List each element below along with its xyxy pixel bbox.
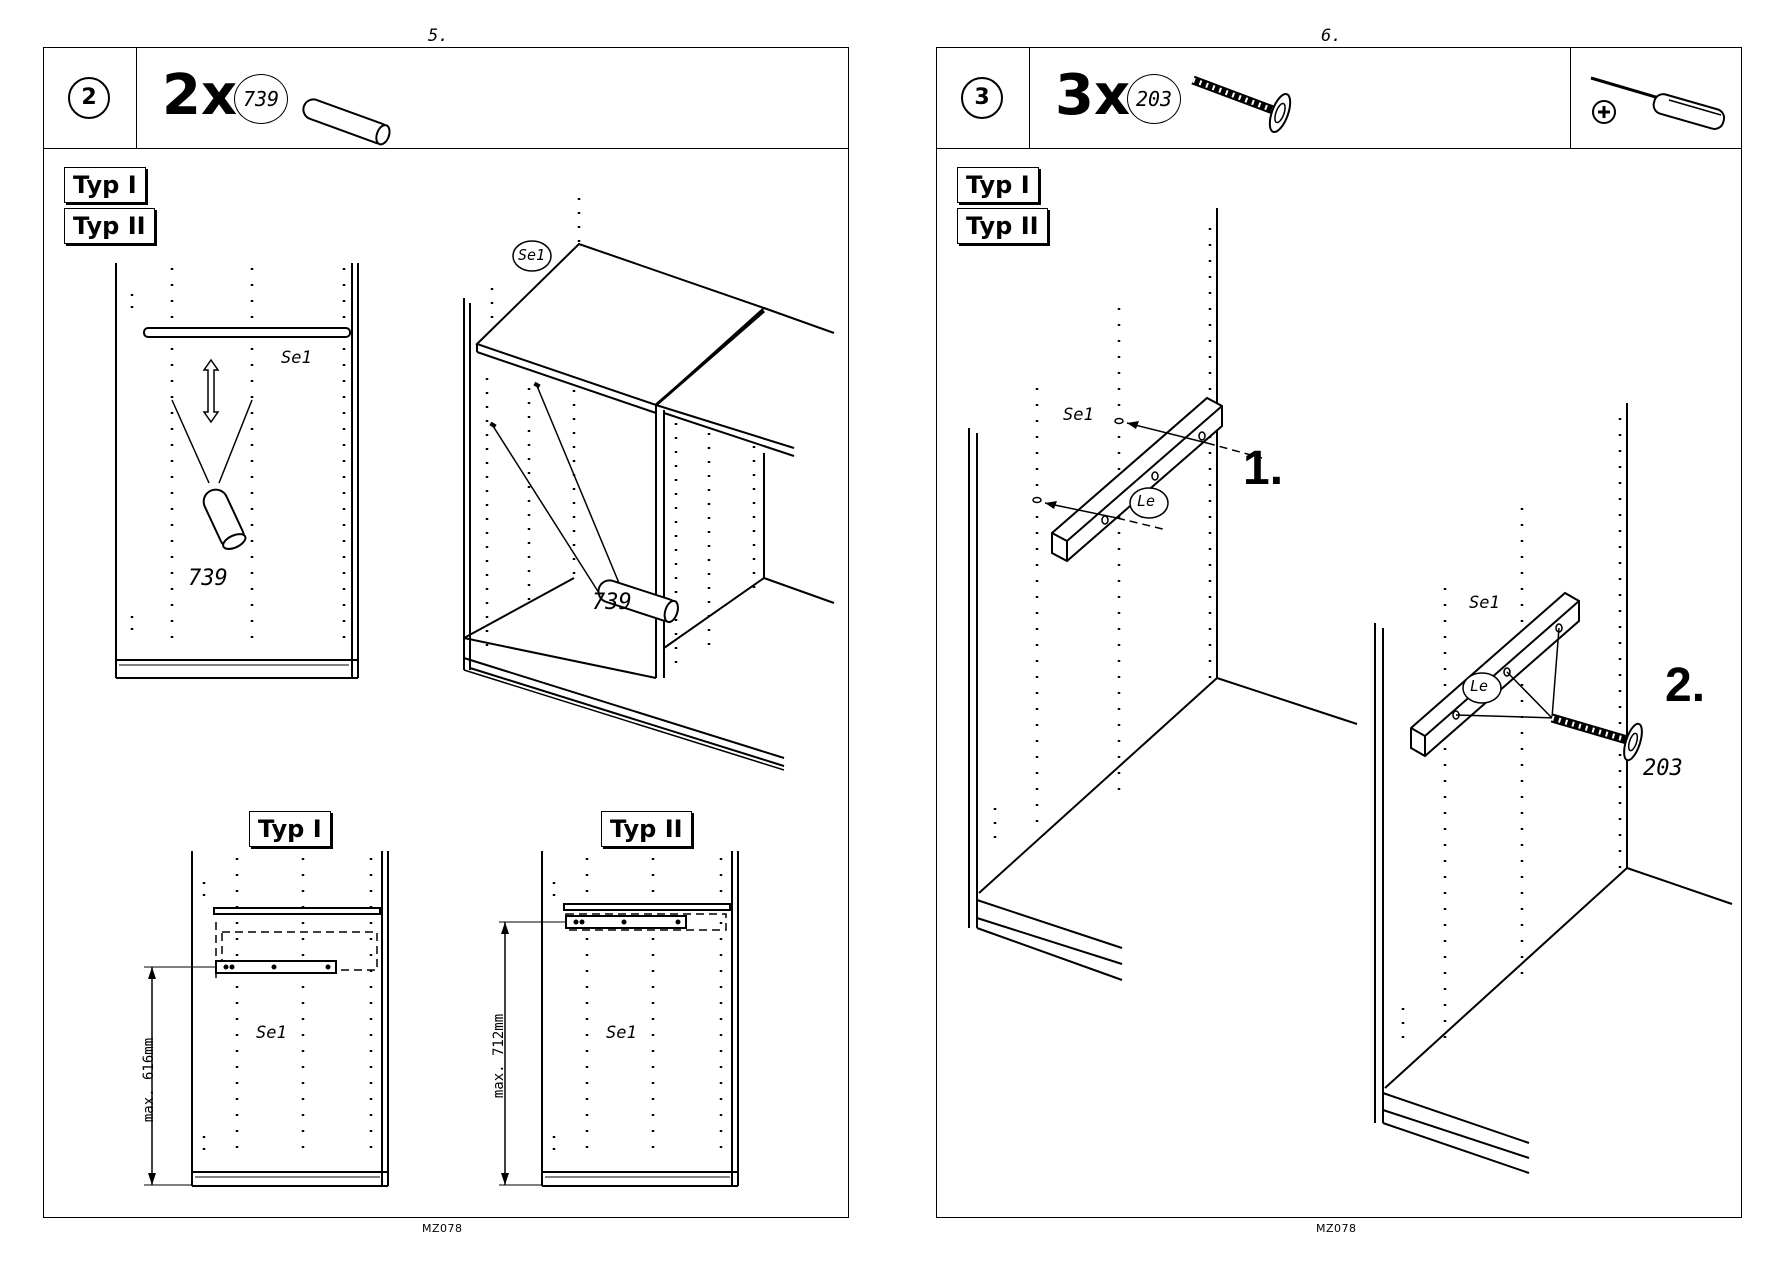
label-part-739-perspective: 739 [592, 590, 632, 615]
part-quantity: 2x [162, 63, 238, 128]
typ-1-detail-drawing [144, 851, 389, 1187]
step-number: 2 [68, 77, 110, 119]
typ-2-detail-drawing [499, 851, 739, 1187]
cabinet-perspective-drawing [463, 198, 835, 771]
page-number-right: 6. [1321, 26, 1342, 46]
footer-code-right: MZ078 [1316, 1222, 1357, 1235]
label-se1-typ1: Se1 [256, 1023, 287, 1043]
typ-label-1: Typ I [64, 167, 146, 203]
part-number: 739 [234, 74, 288, 124]
instruction-panel-step-2: 2 2x 739 Typ I Typ II Se1 [43, 47, 849, 1218]
label-part-739: 739 [188, 566, 228, 591]
step-header: 3 3x 203 [937, 48, 1741, 149]
footer-code-left: MZ078 [422, 1222, 463, 1235]
dowel-icon [302, 98, 391, 146]
step-2-label: 2. [1665, 659, 1706, 712]
typ-label-2: Typ II [957, 208, 1048, 244]
step-header: 2 2x 739 [44, 48, 848, 149]
step-number-cell: 2 [44, 48, 137, 148]
label-se1: Se1 [281, 348, 312, 368]
label-se1-perspective: Se1 [518, 246, 546, 264]
part-quantity: 3x [1055, 63, 1131, 128]
step-number: 3 [961, 77, 1003, 119]
typ-label-1: Typ I [957, 167, 1039, 203]
label-le: Le [1137, 492, 1156, 510]
instruction-panel-step-3: 3 3x 203 Typ I Typ II [936, 47, 1742, 1218]
cabinet-rail-step-1-drawing [968, 208, 1358, 981]
step-1-label: 1. [1243, 442, 1284, 495]
typ-label-bottom-2: Typ II [601, 811, 692, 847]
step-number-cell: 3 [937, 48, 1030, 148]
typ-label-2: Typ II [64, 208, 155, 244]
screw-icon [1191, 75, 1292, 133]
label-le-step2: Le [1470, 677, 1489, 695]
page-number-left: 5. [428, 26, 449, 46]
label-se1-typ2: Se1 [606, 1023, 637, 1043]
part-number: 203 [1127, 74, 1181, 124]
phillips-screwdriver-icon [1590, 76, 1726, 130]
cabinet-rail-step-2-drawing [1374, 403, 1733, 1174]
tool-cell [1570, 48, 1741, 148]
dimension-712: max. 712mm [491, 1013, 507, 1099]
typ-label-bottom-1: Typ I [249, 811, 331, 847]
cabinet-front-drawing [115, 263, 359, 679]
label-part-203: 203 [1643, 756, 1683, 781]
label-se1-step2: Se1 [1469, 593, 1500, 613]
label-se1: Se1 [1063, 405, 1094, 425]
